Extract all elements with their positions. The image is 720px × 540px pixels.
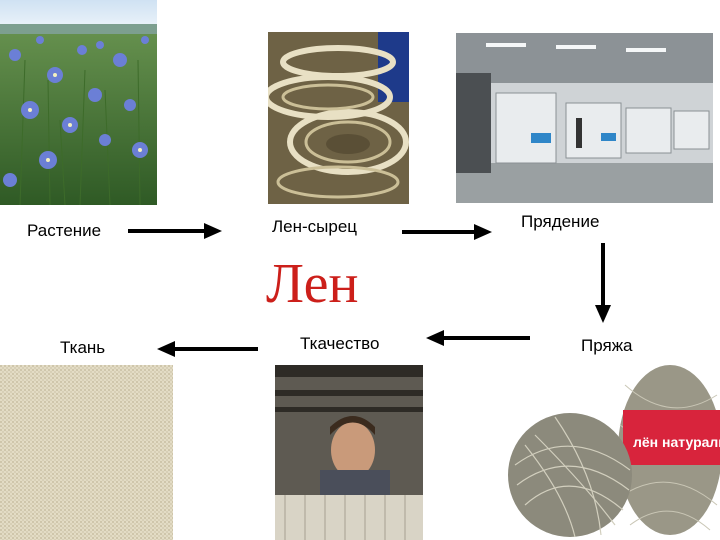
arrow-right-icon bbox=[128, 223, 222, 239]
raw-flax-photo bbox=[268, 32, 409, 204]
diagram-title: Лен bbox=[266, 253, 359, 315]
step-label-plant: Растение bbox=[27, 221, 102, 240]
arrow-down-icon bbox=[595, 243, 611, 323]
weaving-loom-photo bbox=[275, 365, 423, 540]
flax-plant-photo bbox=[0, 0, 157, 205]
step-label-raw-flax: Лен-сырец bbox=[272, 217, 358, 236]
step-label-yarn: Пряжа bbox=[581, 336, 633, 355]
arrow-left-icon bbox=[426, 330, 530, 346]
arrow-left-icon bbox=[157, 341, 258, 357]
step-label-weaving: Ткачество bbox=[300, 334, 380, 353]
spinning-mill-photo bbox=[456, 33, 713, 203]
linen-fabric-photo bbox=[0, 365, 173, 540]
yarn-brand-label: лён натуральный bbox=[633, 434, 720, 450]
step-label-fabric: Ткань bbox=[60, 338, 106, 357]
step-label-spinning: Прядение bbox=[521, 212, 600, 231]
yarn-balls-photo: лён натуральный bbox=[505, 365, 720, 540]
arrow-right-icon bbox=[402, 224, 492, 240]
